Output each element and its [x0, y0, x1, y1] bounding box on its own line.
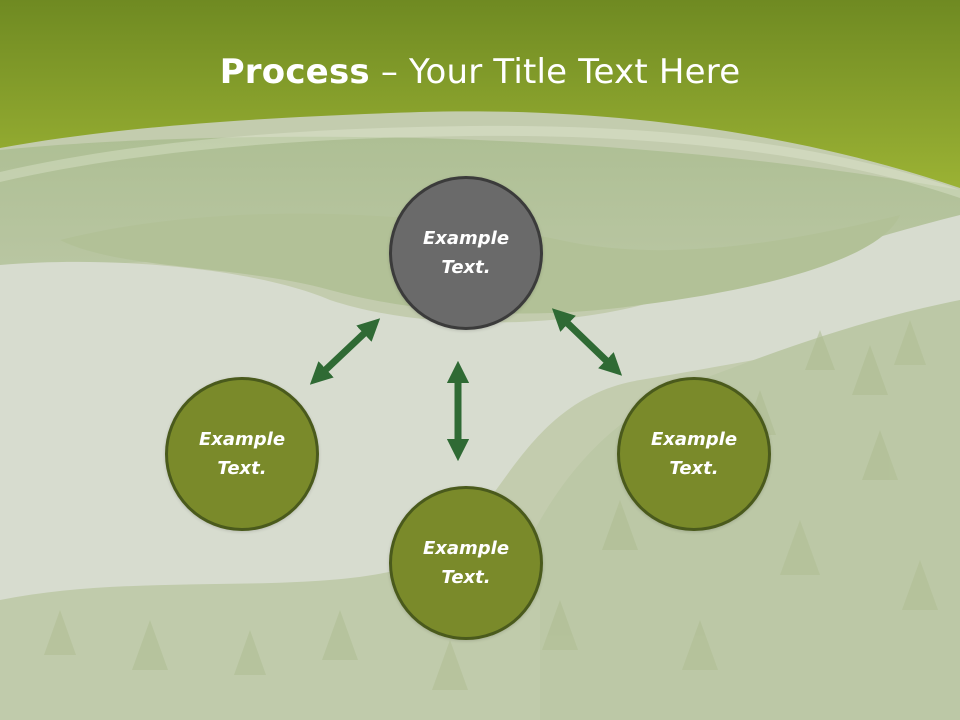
node-bottom-label: Example Text. — [422, 538, 510, 588]
center-node: Example Text. — [389, 176, 543, 330]
node-right-label: Example Text. — [650, 429, 738, 479]
slide-title: Process – Your Title Text Here — [0, 52, 960, 92]
center-node-label: Example Text. — [422, 228, 510, 278]
node-left: Example Text. — [165, 377, 319, 531]
node-right: Example Text. — [617, 377, 771, 531]
node-left-label: Example Text. — [198, 429, 286, 479]
title-bold: Process — [219, 52, 370, 92]
title-rest: – Your Title Text Here — [369, 52, 741, 92]
node-bottom: Example Text. — [389, 486, 543, 640]
